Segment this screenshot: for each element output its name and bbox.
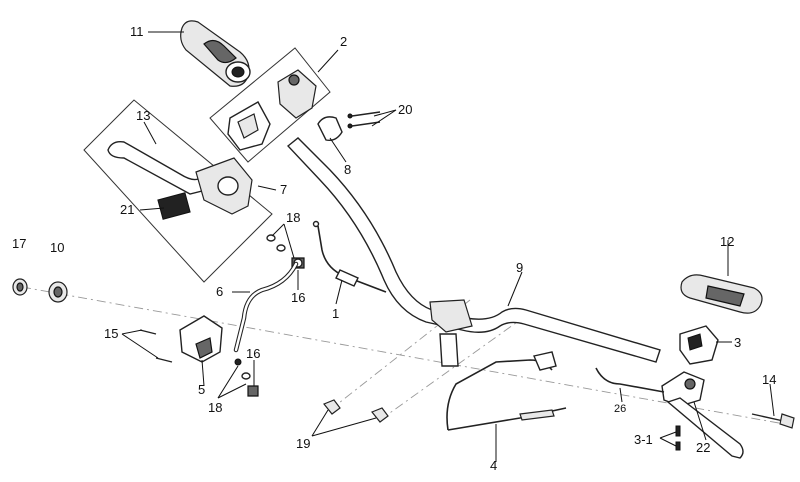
label-19: 19: [296, 436, 310, 451]
label-9: 9: [516, 260, 523, 275]
label-16b: 16: [246, 346, 260, 361]
switch-bracket[interactable]: [317, 111, 381, 142]
label-3: 3: [734, 335, 741, 350]
label-7: 7: [280, 182, 287, 197]
right-lever[interactable]: [666, 397, 744, 459]
long-bolt[interactable]: [751, 413, 795, 429]
right-grip[interactable]: [680, 274, 763, 314]
label-14: 14: [762, 372, 776, 387]
handlebar-tube[interactable]: [286, 137, 661, 367]
left-grip[interactable]: [180, 20, 251, 87]
label-12: 12: [720, 234, 734, 249]
label-21: 21: [120, 202, 134, 217]
label-8: 8: [344, 162, 351, 177]
throttle-cable[interactable]: [312, 220, 387, 293]
label-3-1: 3-1: [634, 432, 653, 447]
label-18b: 18: [208, 400, 222, 415]
label-10: 10: [50, 240, 64, 255]
label-11: 11: [130, 24, 144, 39]
switch-wire[interactable]: [595, 367, 665, 393]
brake-hose[interactable]: [233, 261, 299, 353]
label-16a: 16: [291, 290, 305, 305]
part-labels: 11 2 20 8 13 7 21 18 17 10 6 16 1 9 12 3…: [12, 24, 776, 473]
label-18a: 18: [286, 210, 300, 225]
leader-lines: [121, 31, 775, 462]
clutch-cable[interactable]: [446, 351, 567, 431]
right-switch-assembly[interactable]: [209, 47, 331, 163]
label-20: 20: [398, 102, 412, 117]
label-4: 4: [490, 458, 497, 473]
bar-end-parts[interactable]: [12, 278, 68, 303]
label-17: 17: [12, 236, 26, 251]
small-screws[interactable]: [675, 425, 681, 451]
label-2: 2: [340, 34, 347, 49]
clamp-bolts[interactable]: [323, 399, 389, 423]
banjo-fittings-upper[interactable]: [266, 234, 305, 269]
label-1: 1: [332, 306, 339, 321]
lower-caliper[interactable]: [139, 315, 259, 397]
label-22: 22: [696, 440, 710, 455]
brake-lever-assembly[interactable]: [83, 99, 273, 283]
label-5: 5: [198, 382, 205, 397]
alignment-lines: [21, 286, 791, 426]
label-6: 6: [216, 284, 223, 299]
label-26: 26: [614, 403, 626, 415]
label-13: 13: [136, 108, 150, 123]
label-15: 15: [104, 326, 118, 341]
clutch-switch[interactable]: [661, 325, 719, 407]
